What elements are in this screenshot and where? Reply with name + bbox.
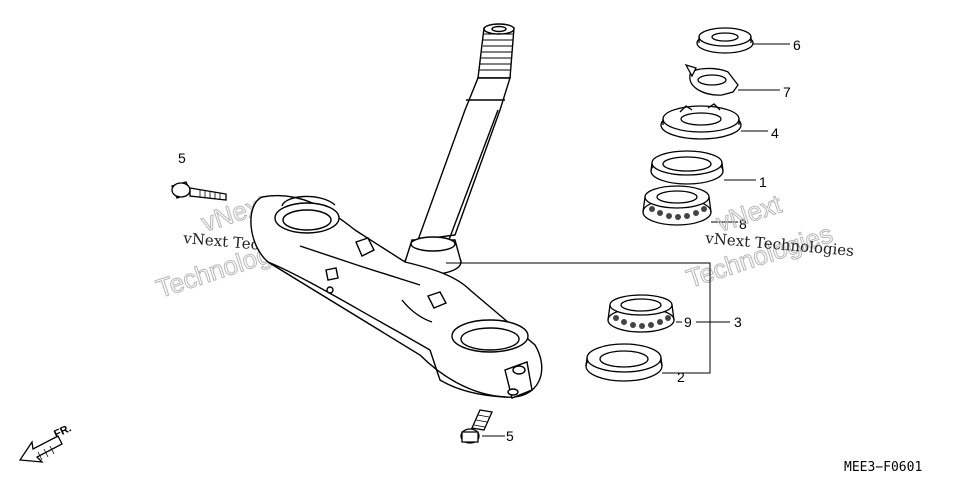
part-6-lock-nut [696,27,754,54]
front-direction-arrow: FR. [18,422,73,463]
callout-1: 1 [759,174,767,190]
callout-2: 2 [677,369,685,385]
callout-9: 9 [684,314,692,330]
part-2-lower-seal [585,343,663,382]
callout-4: 4 [771,125,779,141]
part-1-dust-seal [650,150,724,185]
direction-label: FR. [52,422,73,440]
bolt-bottom [460,409,493,444]
bolt-top-left [171,181,227,201]
callout-7: 7 [783,84,791,100]
watermark-right: vNext Technologies vNext Technologies [682,188,855,294]
callout-6: 6 [793,37,801,53]
bracket-part-3 [446,262,730,374]
diagram-code: MEE3−F0601 [844,460,922,475]
callout-3: 3 [734,314,742,330]
part-4-adjusting-nut [660,103,742,140]
callout-bolt-top: 5 [178,150,186,166]
part-8-upper-bearing [642,185,712,226]
steering-stem [404,23,515,275]
callout-8: 8 [739,216,747,232]
part-9-lower-bearing [607,294,675,333]
lower-triple-clamp [250,194,543,399]
callout-bolt-bottom: 5 [506,428,514,444]
part-7-lock-washer [684,63,739,96]
